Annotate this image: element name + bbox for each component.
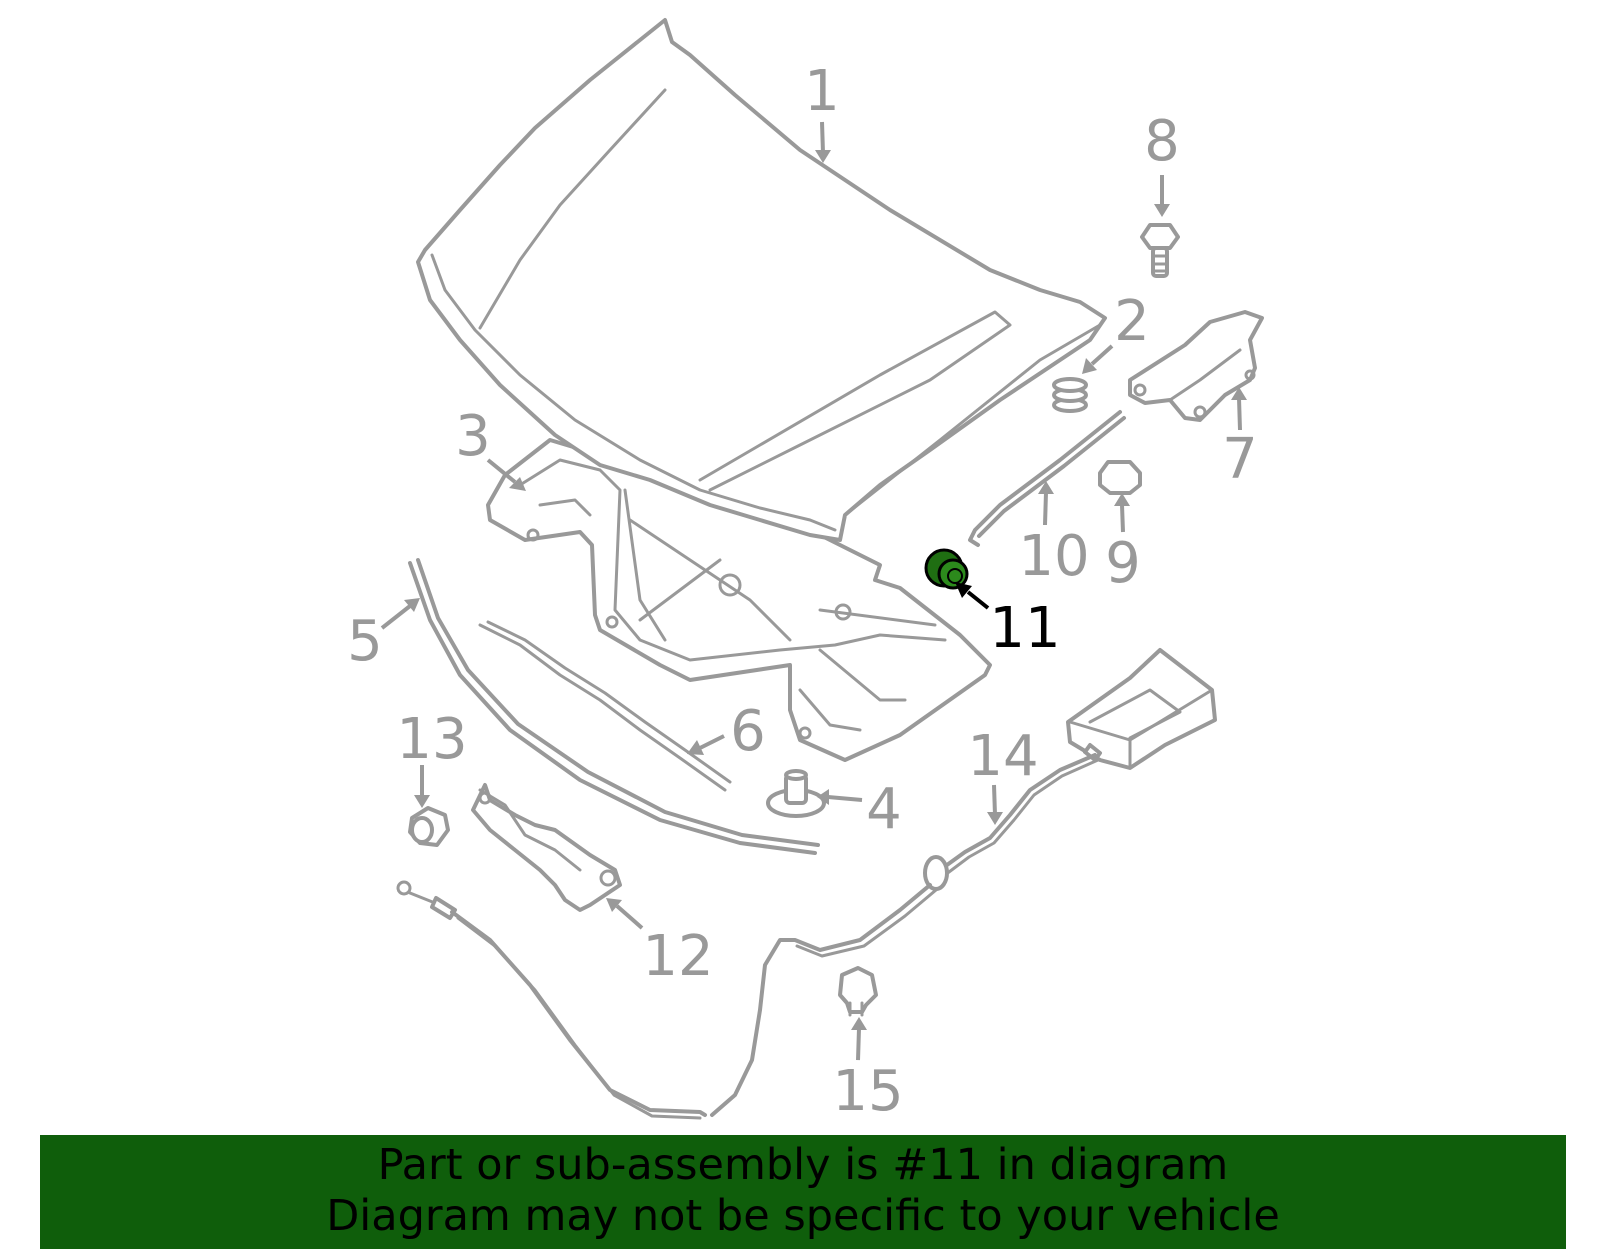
callout-12: 12 — [642, 924, 713, 989]
callout-4: 4 — [866, 777, 902, 842]
hood-seal-strip — [478, 620, 732, 792]
callout-3: 3 — [455, 404, 491, 469]
callout-2: 2 — [1114, 289, 1150, 354]
highlighted-part-11 — [924, 548, 969, 590]
hood-panel — [416, 18, 1107, 542]
handle-clip — [838, 966, 878, 1017]
banner-line-1: Part or sub-assembly is #11 in diagram — [377, 1140, 1229, 1190]
retainer-clip — [766, 769, 826, 818]
callout-labels: 1 2 3 4 5 6 7 8 9 10 11 12 13 14 15 — [347, 59, 1258, 1124]
adjuster-bumper — [408, 806, 450, 847]
latch-release-cable — [396, 880, 707, 1120]
hinge-bolt — [1140, 223, 1180, 278]
hood-latch — [471, 783, 622, 912]
callout-13: 13 — [396, 707, 467, 772]
part-info-banner: Part or sub-assembly is #11 in diagram D… — [40, 1135, 1566, 1249]
hood-hinge — [1128, 310, 1264, 422]
callout-14: 14 — [967, 724, 1038, 789]
release-handle-cable — [710, 648, 1217, 1117]
callout-8: 8 — [1144, 109, 1180, 174]
callout-7: 7 — [1222, 427, 1258, 492]
hood-prop-rod — [968, 410, 1126, 547]
callout-6: 6 — [730, 699, 766, 764]
parts-diagram: 1 2 3 4 5 6 7 8 9 10 11 12 13 14 15 — [347, 18, 1264, 1124]
callout-arrows — [380, 121, 1247, 1061]
hood-weatherstrip — [408, 558, 820, 855]
banner-line-2: Diagram may not be specific to your vehi… — [326, 1191, 1280, 1241]
callout-5: 5 — [347, 609, 383, 674]
callout-15: 15 — [832, 1059, 903, 1124]
prop-rod-grommet — [1098, 460, 1142, 495]
callout-10: 10 — [1018, 524, 1089, 589]
callout-1: 1 — [804, 59, 840, 124]
bump-stop — [1052, 377, 1088, 413]
callout-9: 9 — [1105, 531, 1141, 596]
callout-11: 11 — [989, 596, 1060, 661]
